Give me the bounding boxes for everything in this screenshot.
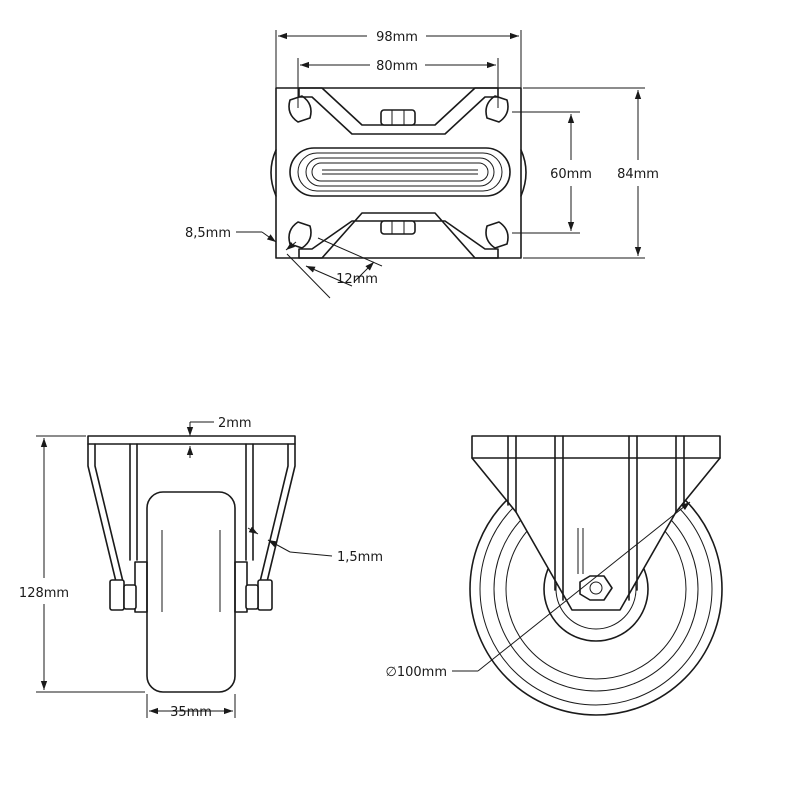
dim-12mm: 12mm [336, 272, 378, 287]
top-view: 98mm 80mm 60mm 84mm 8,5mm 12mm [185, 30, 659, 299]
mounting-hole-tl [288, 95, 312, 123]
dim-8-5mm: 8,5mm [185, 226, 231, 241]
top-plate [275, 87, 522, 259]
side-view: 2mm 1,5mm 128mm 35mm [19, 416, 383, 720]
wheel-top [289, 147, 511, 197]
mounting-hole-tr [485, 95, 509, 123]
front-view: ∅100mm [386, 435, 723, 716]
dim-84mm: 84mm [617, 167, 659, 182]
dim-80mm: 80mm [376, 59, 418, 74]
dim-1-5mm: 1,5mm [337, 550, 383, 565]
side-wheel [146, 491, 236, 693]
mounting-hole-br [485, 221, 509, 249]
dim-diameter-100mm: ∅100mm [386, 665, 447, 680]
side-axle-nut-right [257, 579, 273, 611]
side-axle-nut-left [109, 579, 125, 611]
side-top-plate [87, 435, 296, 445]
mounting-hole-bl [288, 221, 312, 249]
dim-60mm: 60mm [550, 167, 592, 182]
dim-35mm: 35mm [170, 705, 212, 720]
front-axle-nut [579, 575, 613, 601]
dim-2mm: 2mm [218, 416, 252, 431]
dim-98mm: 98mm [376, 30, 418, 45]
front-bracket [471, 435, 721, 611]
top-nut [380, 109, 416, 126]
dim-128mm: 128mm [19, 586, 69, 601]
